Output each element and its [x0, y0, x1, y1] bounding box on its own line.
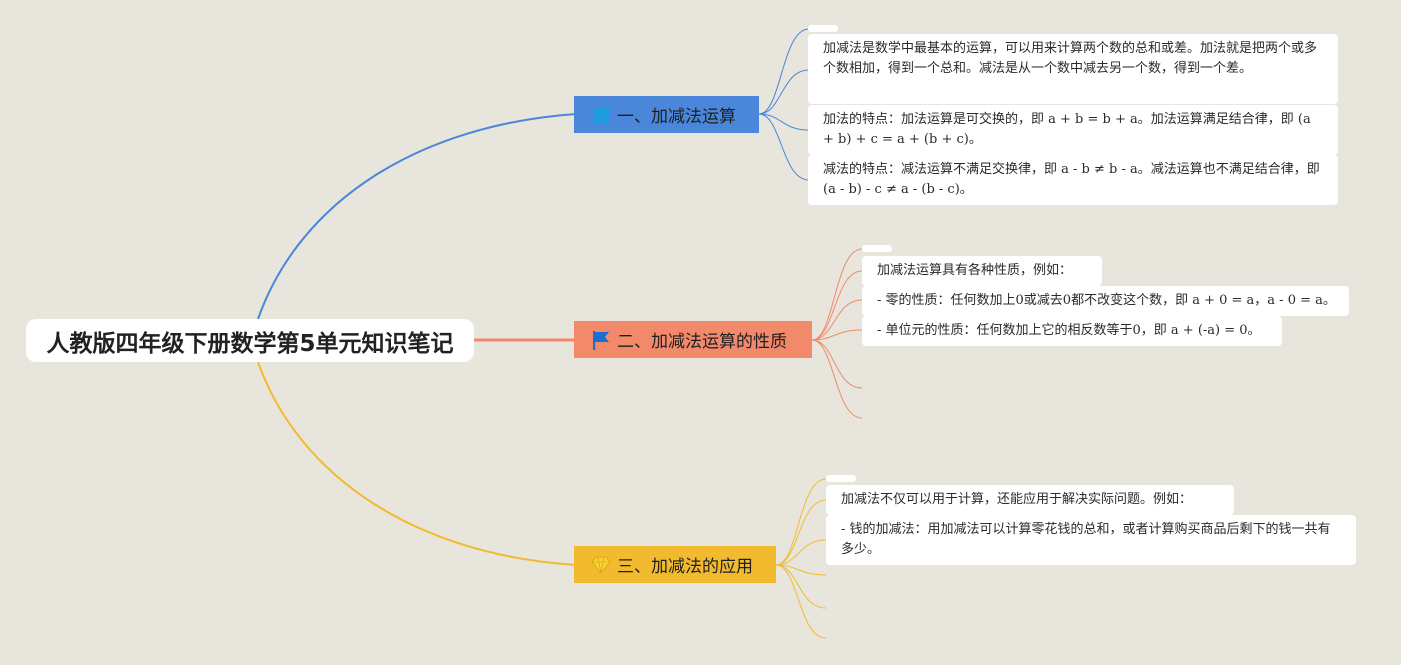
connector-branch-1-leaf-4: [758, 113, 810, 181]
branch-topic-2[interactable]: 二、加减法运算的性质: [574, 321, 812, 358]
leaf-topic-1-2[interactable]: 加法的特点：加法运算是可交换的，即 a + b = b + a。加法运算满足结合…: [808, 105, 1338, 155]
connector-branch-2-leaf-3: [811, 299, 863, 341]
connector-branch-3-leaf-3: [775, 539, 827, 566]
leaf-topic-2-1[interactable]: 加减法运算具有各种性质，例如：: [862, 256, 1102, 286]
connector-branch-3-leaf-6: [775, 564, 827, 639]
branch-topic-1[interactable]: 一、加减法运算: [574, 96, 759, 133]
connector-root-branch-3: [257, 361, 577, 566]
connector-branch-2-leaf-5: [811, 339, 863, 389]
connector-branch-2-leaf-6: [811, 339, 863, 419]
branch-topic-1-label: 一、加减法运算: [617, 107, 736, 127]
leaf-stub: [862, 245, 892, 252]
diamond-icon: [591, 555, 611, 575]
connector-branch-1-leaf-1: [758, 28, 810, 115]
branch-topic-3[interactable]: 三、加减法的应用: [574, 546, 776, 583]
leaf-topic-1-3[interactable]: 减法的特点：减法运算不满足交换律，即 a - b ≠ b - a。减法运算也不满…: [808, 155, 1338, 205]
flag-icon: [591, 330, 611, 350]
root-topic[interactable]: 人教版四年级下册数学第5单元知识笔记: [26, 319, 474, 362]
connector-branch-2-leaf-4: [811, 329, 863, 341]
leaf-topic-3-2[interactable]: - 钱的加减法：用加减法可以计算零花钱的总和，或者计算购买商品后剩下的钱一共有多…: [826, 515, 1356, 565]
connector-root-branch-1: [257, 113, 577, 320]
leaf-topic-2-3[interactable]: - 单位元的性质：任何数加上它的相反数等于0，即 a + (-a) = 0。: [862, 316, 1282, 346]
branch-topic-3-label: 三、加减法的应用: [617, 557, 753, 577]
connector-branch-1-leaf-2: [758, 69, 810, 115]
leaf-topic-1-1[interactable]: 加减法是数学中最基本的运算，可以用来计算两个数的总和或差。加法就是把两个或多个数…: [808, 34, 1338, 104]
branch-topic-2-label: 二、加减法运算的性质: [617, 332, 787, 352]
connector-branch-2-leaf-2: [811, 270, 863, 341]
leaf-stub: [826, 475, 856, 482]
leaf-topic-2-2[interactable]: - 零的性质：任何数加上0或减去0都不改变这个数，即 a + 0 = a，a -…: [862, 286, 1349, 316]
leaf-stub: [808, 25, 838, 32]
connector-branch-3-leaf-5: [775, 564, 827, 609]
leaf-topic-3-1[interactable]: 加减法不仅可以用于计算，还能应用于解决实际问题。例如：: [826, 485, 1234, 515]
connector-branch-2-leaf-1: [811, 248, 863, 341]
connector-branch-1-leaf-3: [758, 113, 810, 131]
square-icon: [591, 105, 611, 125]
connector-branch-3-leaf-1: [775, 478, 827, 566]
connector-branch-3-leaf-2: [775, 499, 827, 566]
